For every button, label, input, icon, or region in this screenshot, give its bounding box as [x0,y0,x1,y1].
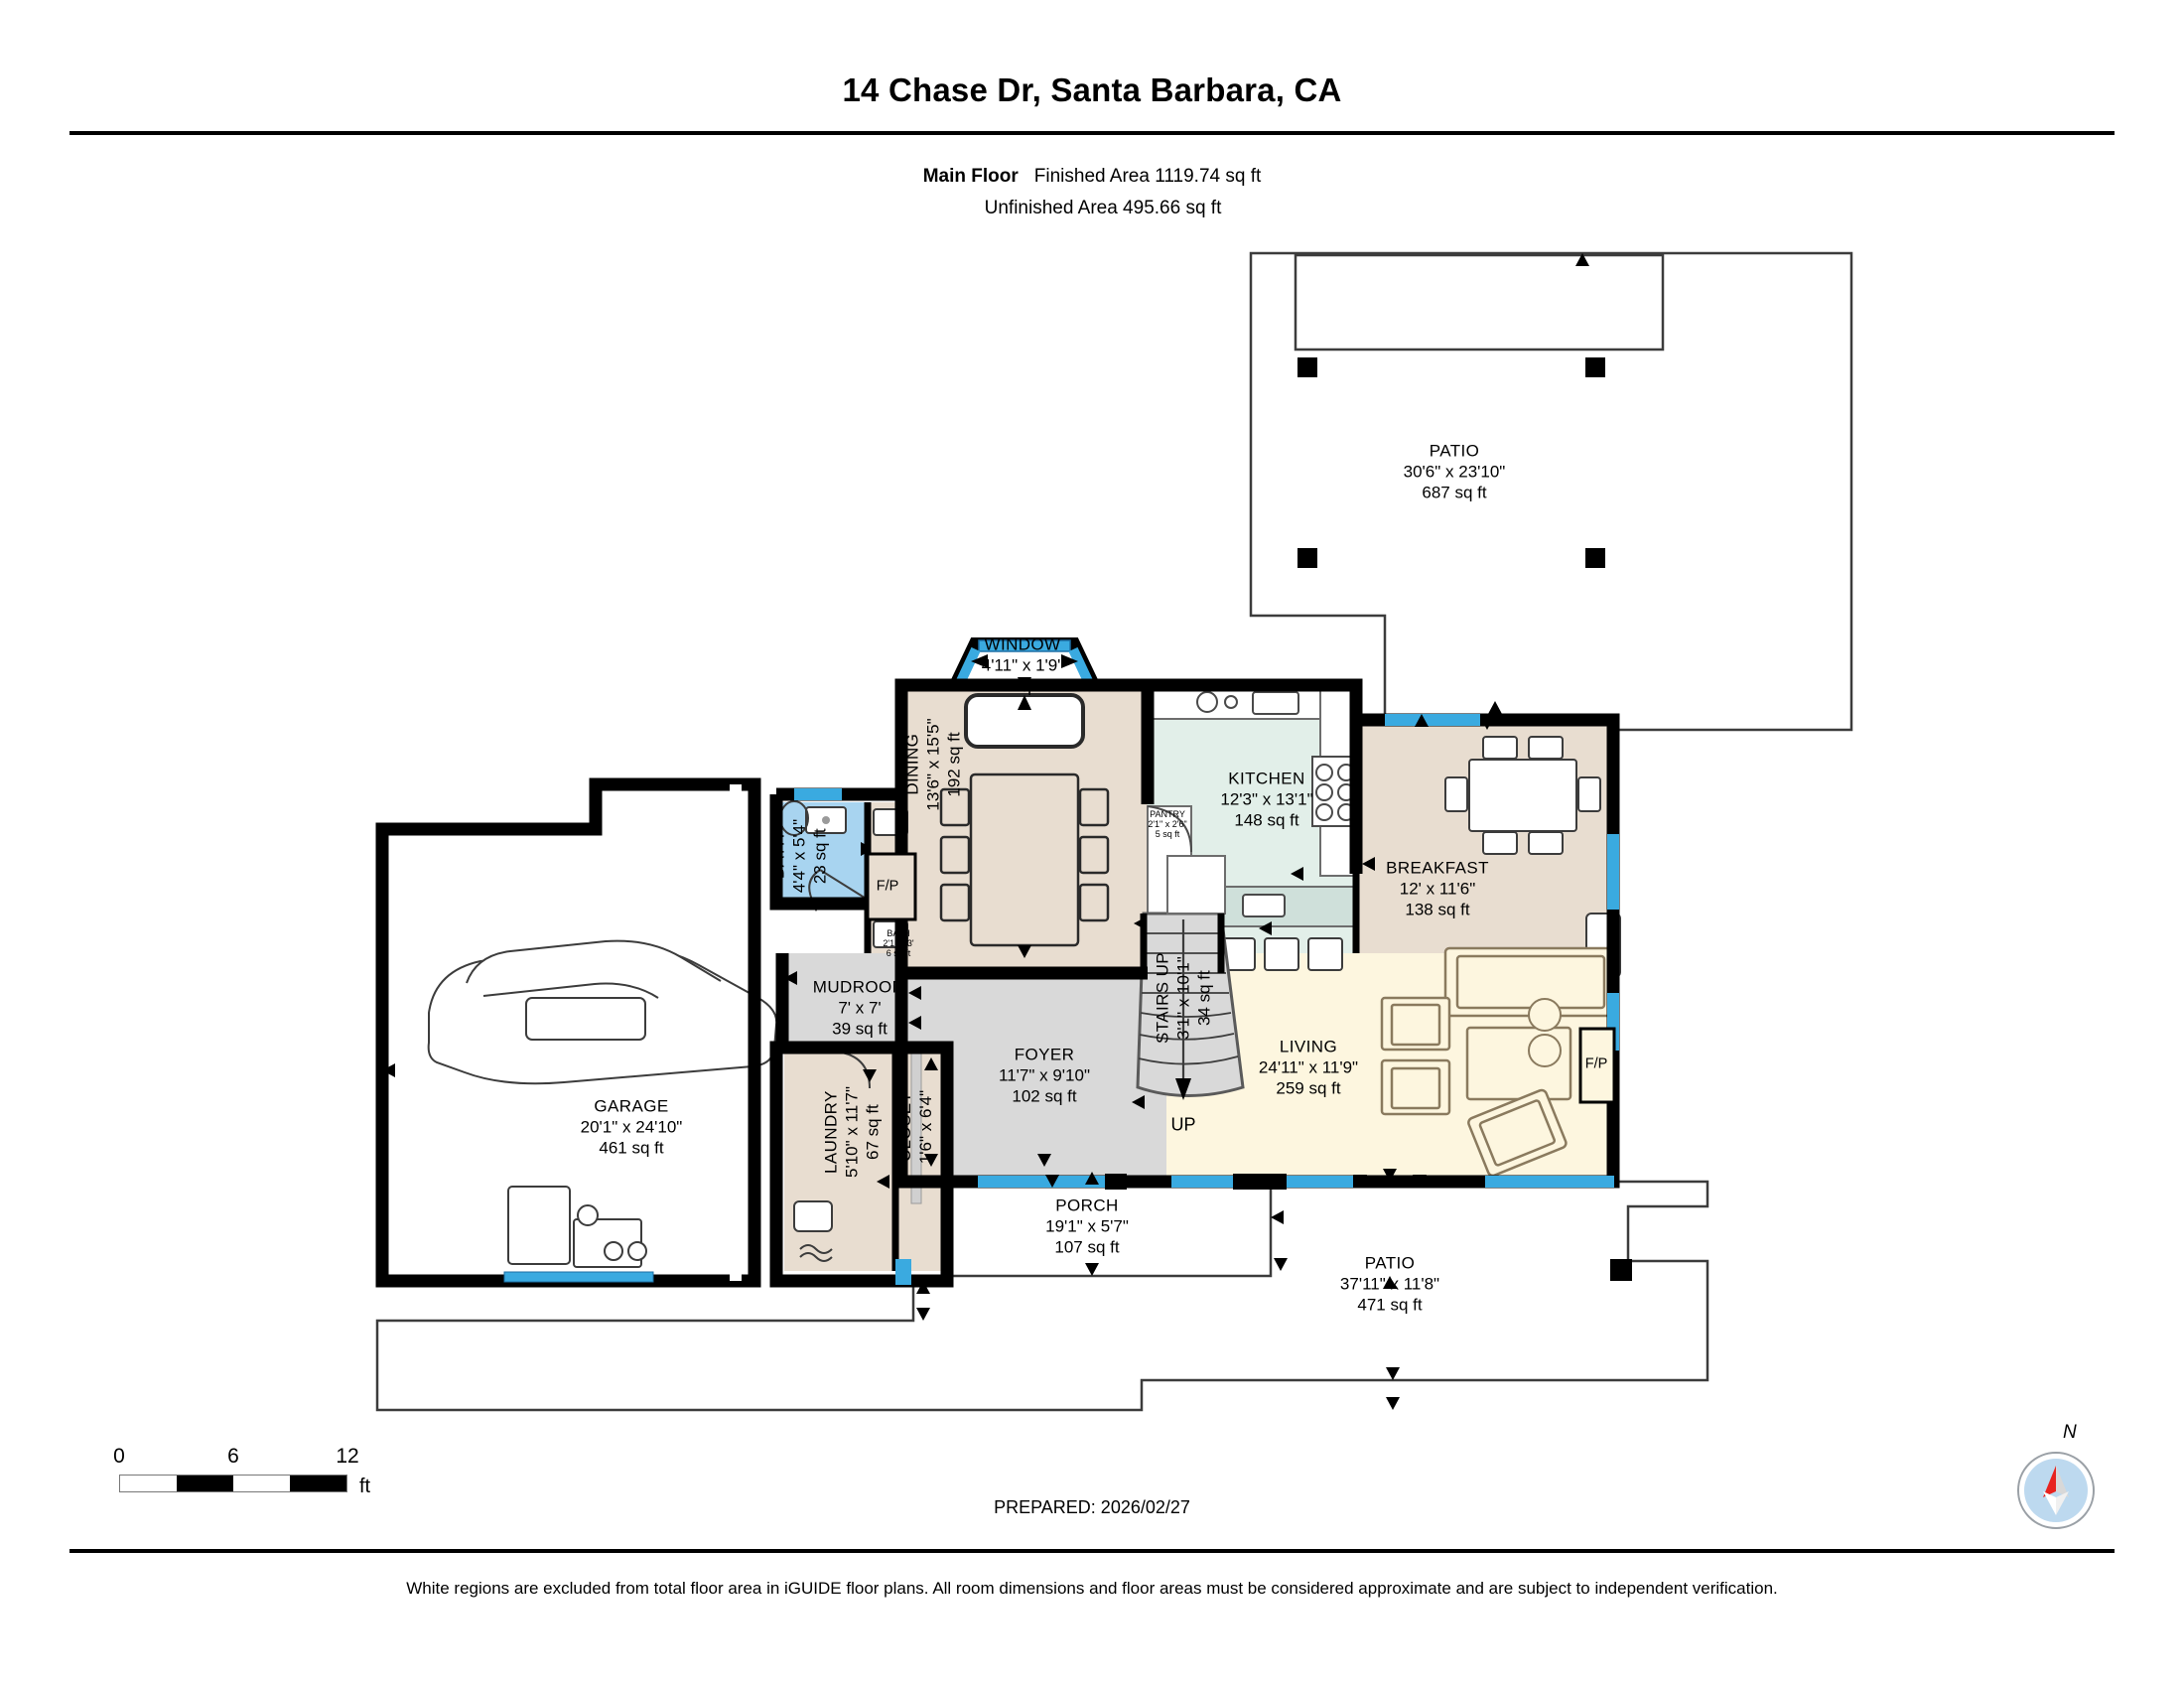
compass-north-label: N [2063,1422,2077,1443]
scale-bar [119,1475,347,1492]
stairs-up-label: UP [1170,1114,1196,1135]
bath-region [776,800,874,912]
scale-tick-12: 12 [336,1445,359,1468]
scale-tick-0: 0 [113,1445,125,1468]
mudroom-region [782,953,921,1048]
scale-ticks: 0 6 12 [113,1445,359,1471]
unfinished-area: Unfinished Area 495.66 sq ft [984,198,1222,218]
compass-rose [2017,1452,2095,1529]
door-arrows [916,701,1502,1321]
bay-window [949,637,1100,692]
windows [794,714,1619,1285]
living-region [1166,937,1618,1182]
upper-patio-region [1249,251,1853,732]
header-divider [69,131,2115,135]
finished-area: Finished Area 1119.74 sq ft [1033,166,1262,187]
scale-segment-2 [177,1476,233,1491]
disclaimer-text: White regions are excluded from total fl… [406,1579,1778,1598]
scale-tick-6: 6 [227,1445,239,1468]
scale-segment-3 [233,1476,290,1491]
laundry-region [784,1048,895,1271]
scale-unit-label: ft [359,1476,371,1497]
page-title: 14 Chase Dr, Santa Barbara, CA [842,71,1342,108]
scale-segment-4 [290,1476,346,1491]
footer-divider [69,1549,2115,1553]
floor-info: Main Floor Finished Area 1119.74 sq ft Un… [0,161,2184,224]
scale-segment-1 [120,1476,177,1491]
compass-needle-icon [2043,1466,2069,1515]
floor-label: Main Floor [922,166,1019,187]
garage-region [375,777,778,1288]
foyer-region [901,973,1166,1182]
dining-region [901,685,1148,973]
floor-plan-drawing [375,251,1853,1412]
prepared-date: PREPARED: 2026/02/27 [994,1497,1190,1517]
fireplaces [866,852,1616,1104]
